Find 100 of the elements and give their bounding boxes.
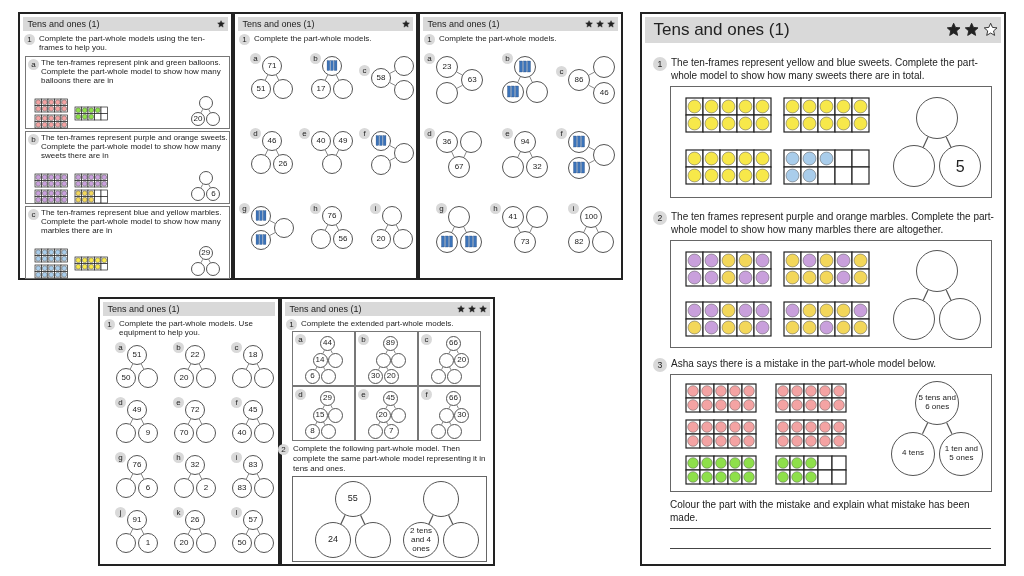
question-letter: a bbox=[424, 53, 435, 64]
part-whole-circle bbox=[274, 218, 294, 238]
circle-text: 56 bbox=[338, 234, 348, 244]
connector-line bbox=[330, 349, 333, 354]
connector-line bbox=[389, 82, 396, 86]
part-whole-circle bbox=[322, 154, 342, 174]
part-whole-circle bbox=[371, 229, 391, 249]
worksheet-page bbox=[18, 12, 233, 280]
connector-line bbox=[324, 224, 329, 231]
part-whole-circle bbox=[198, 96, 213, 110]
question-letter: i bbox=[370, 203, 381, 214]
part-whole-circle bbox=[368, 424, 383, 439]
connector-line bbox=[275, 74, 280, 81]
circle-text: 40 bbox=[316, 136, 326, 146]
connector-line bbox=[389, 70, 396, 74]
part-whole-circle bbox=[333, 229, 353, 249]
connector-line bbox=[322, 349, 325, 354]
part-whole-circle bbox=[196, 368, 216, 388]
connector-line bbox=[208, 183, 211, 189]
part-whole-circle bbox=[502, 156, 524, 179]
part-whole-circle bbox=[939, 145, 982, 188]
part-whole-circle bbox=[334, 481, 371, 517]
question-number: 2 bbox=[653, 211, 667, 225]
circle-text: 44 bbox=[323, 339, 332, 348]
worksheet-title: Tens and ones (1) bbox=[289, 303, 362, 316]
place-value-picture bbox=[502, 81, 524, 104]
connector-line bbox=[264, 74, 269, 81]
circle-text: 49 bbox=[338, 136, 348, 146]
circle-text: 23 bbox=[442, 62, 452, 72]
part-whole-circle bbox=[196, 478, 216, 498]
circle-text: 45 bbox=[386, 394, 395, 403]
part-whole-circle bbox=[371, 68, 391, 88]
connector-line bbox=[187, 418, 192, 425]
part-whole-circle bbox=[328, 407, 344, 423]
circle-text: 26 bbox=[190, 515, 200, 525]
part-whole-circle bbox=[568, 231, 590, 254]
circle-text: 46 bbox=[267, 136, 277, 146]
part-whole-circle bbox=[254, 368, 274, 388]
part-whole-circle bbox=[311, 229, 331, 249]
connector-line bbox=[463, 226, 467, 233]
circle-text: 2 bbox=[203, 483, 209, 493]
part-whole-circle bbox=[320, 369, 336, 384]
question-letter: g bbox=[115, 452, 126, 463]
connector-line bbox=[448, 349, 451, 354]
circle-text: 50 bbox=[121, 373, 131, 383]
connector-line bbox=[245, 528, 250, 535]
part-whole-circle bbox=[916, 97, 959, 139]
part-whole-circle bbox=[254, 478, 274, 498]
part-whole-circle bbox=[593, 144, 616, 167]
connector-line bbox=[384, 224, 389, 231]
circle-text: 40 bbox=[237, 428, 247, 438]
part-whole-circle bbox=[138, 368, 158, 388]
question-number: 1 bbox=[424, 34, 435, 45]
circle-text: 51 bbox=[132, 350, 142, 360]
part-whole-circle bbox=[375, 352, 391, 368]
part-whole-circle bbox=[514, 231, 537, 254]
circle-text: 89 bbox=[386, 339, 395, 348]
connector-line bbox=[208, 258, 211, 264]
connector-line bbox=[245, 418, 250, 425]
connector-line bbox=[451, 226, 455, 233]
connector-line bbox=[595, 226, 599, 233]
circle-text: 1 ten and 5 ones bbox=[943, 444, 980, 463]
part-whole-circle bbox=[243, 400, 263, 420]
part-whole-circle bbox=[446, 424, 462, 439]
connector-line bbox=[451, 151, 455, 158]
grid-cell bbox=[292, 331, 355, 386]
part-whole-circle bbox=[311, 131, 331, 151]
circle-text: 17 bbox=[316, 84, 326, 94]
part-whole-circle bbox=[196, 533, 216, 553]
part-whole-circle bbox=[116, 423, 136, 443]
connector-line bbox=[140, 528, 145, 535]
question-number: 2 bbox=[278, 444, 289, 455]
part-whole-circle bbox=[393, 229, 413, 249]
part-whole-circle bbox=[580, 206, 603, 228]
connector-line bbox=[945, 136, 952, 148]
connector-line bbox=[269, 220, 276, 224]
circle-text: 83 bbox=[248, 460, 258, 470]
connector-line bbox=[187, 363, 192, 370]
part-whole-circle bbox=[232, 533, 252, 553]
part-whole-circle bbox=[333, 131, 353, 151]
worksheet-page bbox=[418, 12, 623, 280]
question-number: 3 bbox=[653, 358, 667, 372]
part-whole-circle bbox=[391, 407, 407, 423]
circle-text: 51 bbox=[256, 84, 266, 94]
circle-text: 20 bbox=[193, 114, 203, 124]
part-whole-circle bbox=[191, 187, 205, 202]
circle-text: 6 bbox=[211, 189, 216, 199]
connector-line bbox=[269, 232, 276, 236]
circle-text: 20 bbox=[179, 373, 189, 383]
connector-line bbox=[322, 404, 325, 409]
connector-line bbox=[583, 226, 587, 233]
connector-line bbox=[393, 349, 396, 354]
part-whole-circle bbox=[438, 407, 454, 423]
worksheet-page bbox=[233, 12, 418, 280]
part-whole-circle bbox=[939, 431, 984, 476]
part-whole-circle bbox=[305, 369, 320, 384]
question-text: The ten-frames represent purple and orange sweets. Complete the part-whole model to show how many sweets there are in bbox=[41, 134, 228, 161]
question-letter: f bbox=[231, 397, 242, 408]
part-whole-circle bbox=[127, 345, 147, 365]
part-whole-circle bbox=[939, 298, 982, 341]
